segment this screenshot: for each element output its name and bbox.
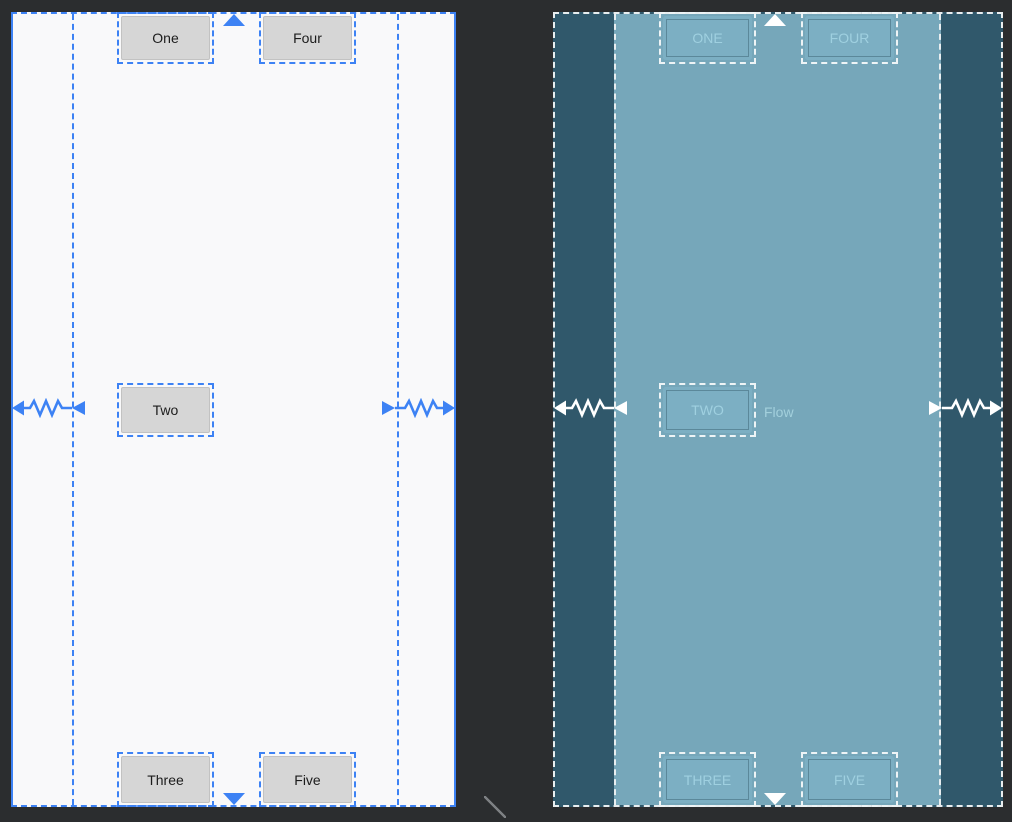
blueprint-widget-three-label: THREE <box>663 756 752 803</box>
blueprint-right-spring-constraint-icon[interactable] <box>928 398 1002 418</box>
blueprint-widget-five[interactable]: FIVE <box>801 752 898 807</box>
blueprint-view-panel[interactable]: ONE FOUR TWO THREE FIVE Flow <box>553 12 1003 807</box>
right-spring-constraint-icon[interactable] <box>381 398 455 418</box>
left-spring-constraint-icon[interactable] <box>12 398 86 418</box>
flow-left-guideline <box>72 14 74 805</box>
blueprint-left-spring-constraint-icon[interactable] <box>554 398 628 418</box>
widget-two-label: Two <box>121 387 210 433</box>
widget-four[interactable]: Four <box>259 12 356 64</box>
blueprint-widget-three[interactable]: THREE <box>659 752 756 807</box>
bottom-constraint-arrow-icon[interactable] <box>223 793 245 805</box>
blueprint-widget-five-label: FIVE <box>805 756 894 803</box>
blueprint-widget-four[interactable]: FOUR <box>801 12 898 64</box>
widget-five[interactable]: Five <box>259 752 356 807</box>
blueprint-top-constraint-arrow-icon[interactable] <box>764 14 786 26</box>
blueprint-widget-one-label: ONE <box>663 16 752 60</box>
widget-one[interactable]: One <box>117 12 214 64</box>
resize-handle[interactable] <box>484 796 506 818</box>
widget-one-label: One <box>121 16 210 60</box>
blueprint-widget-two-label: TWO <box>663 387 752 433</box>
widget-two[interactable]: Two <box>117 383 214 437</box>
widget-five-label: Five <box>263 756 352 803</box>
flow-widget-label: Flow <box>764 404 794 420</box>
top-constraint-arrow-icon[interactable] <box>223 14 245 26</box>
widget-four-label: Four <box>263 16 352 60</box>
blueprint-bottom-constraint-arrow-icon[interactable] <box>764 793 786 805</box>
blueprint-widget-two[interactable]: TWO <box>659 383 756 437</box>
widget-three-label: Three <box>121 756 210 803</box>
blueprint-widget-four-label: FOUR <box>805 16 894 60</box>
flow-right-guideline <box>397 14 399 805</box>
widget-three[interactable]: Three <box>117 752 214 807</box>
design-view-panel[interactable]: One Four Two Three Five <box>11 12 456 807</box>
blueprint-widget-one[interactable]: ONE <box>659 12 756 64</box>
